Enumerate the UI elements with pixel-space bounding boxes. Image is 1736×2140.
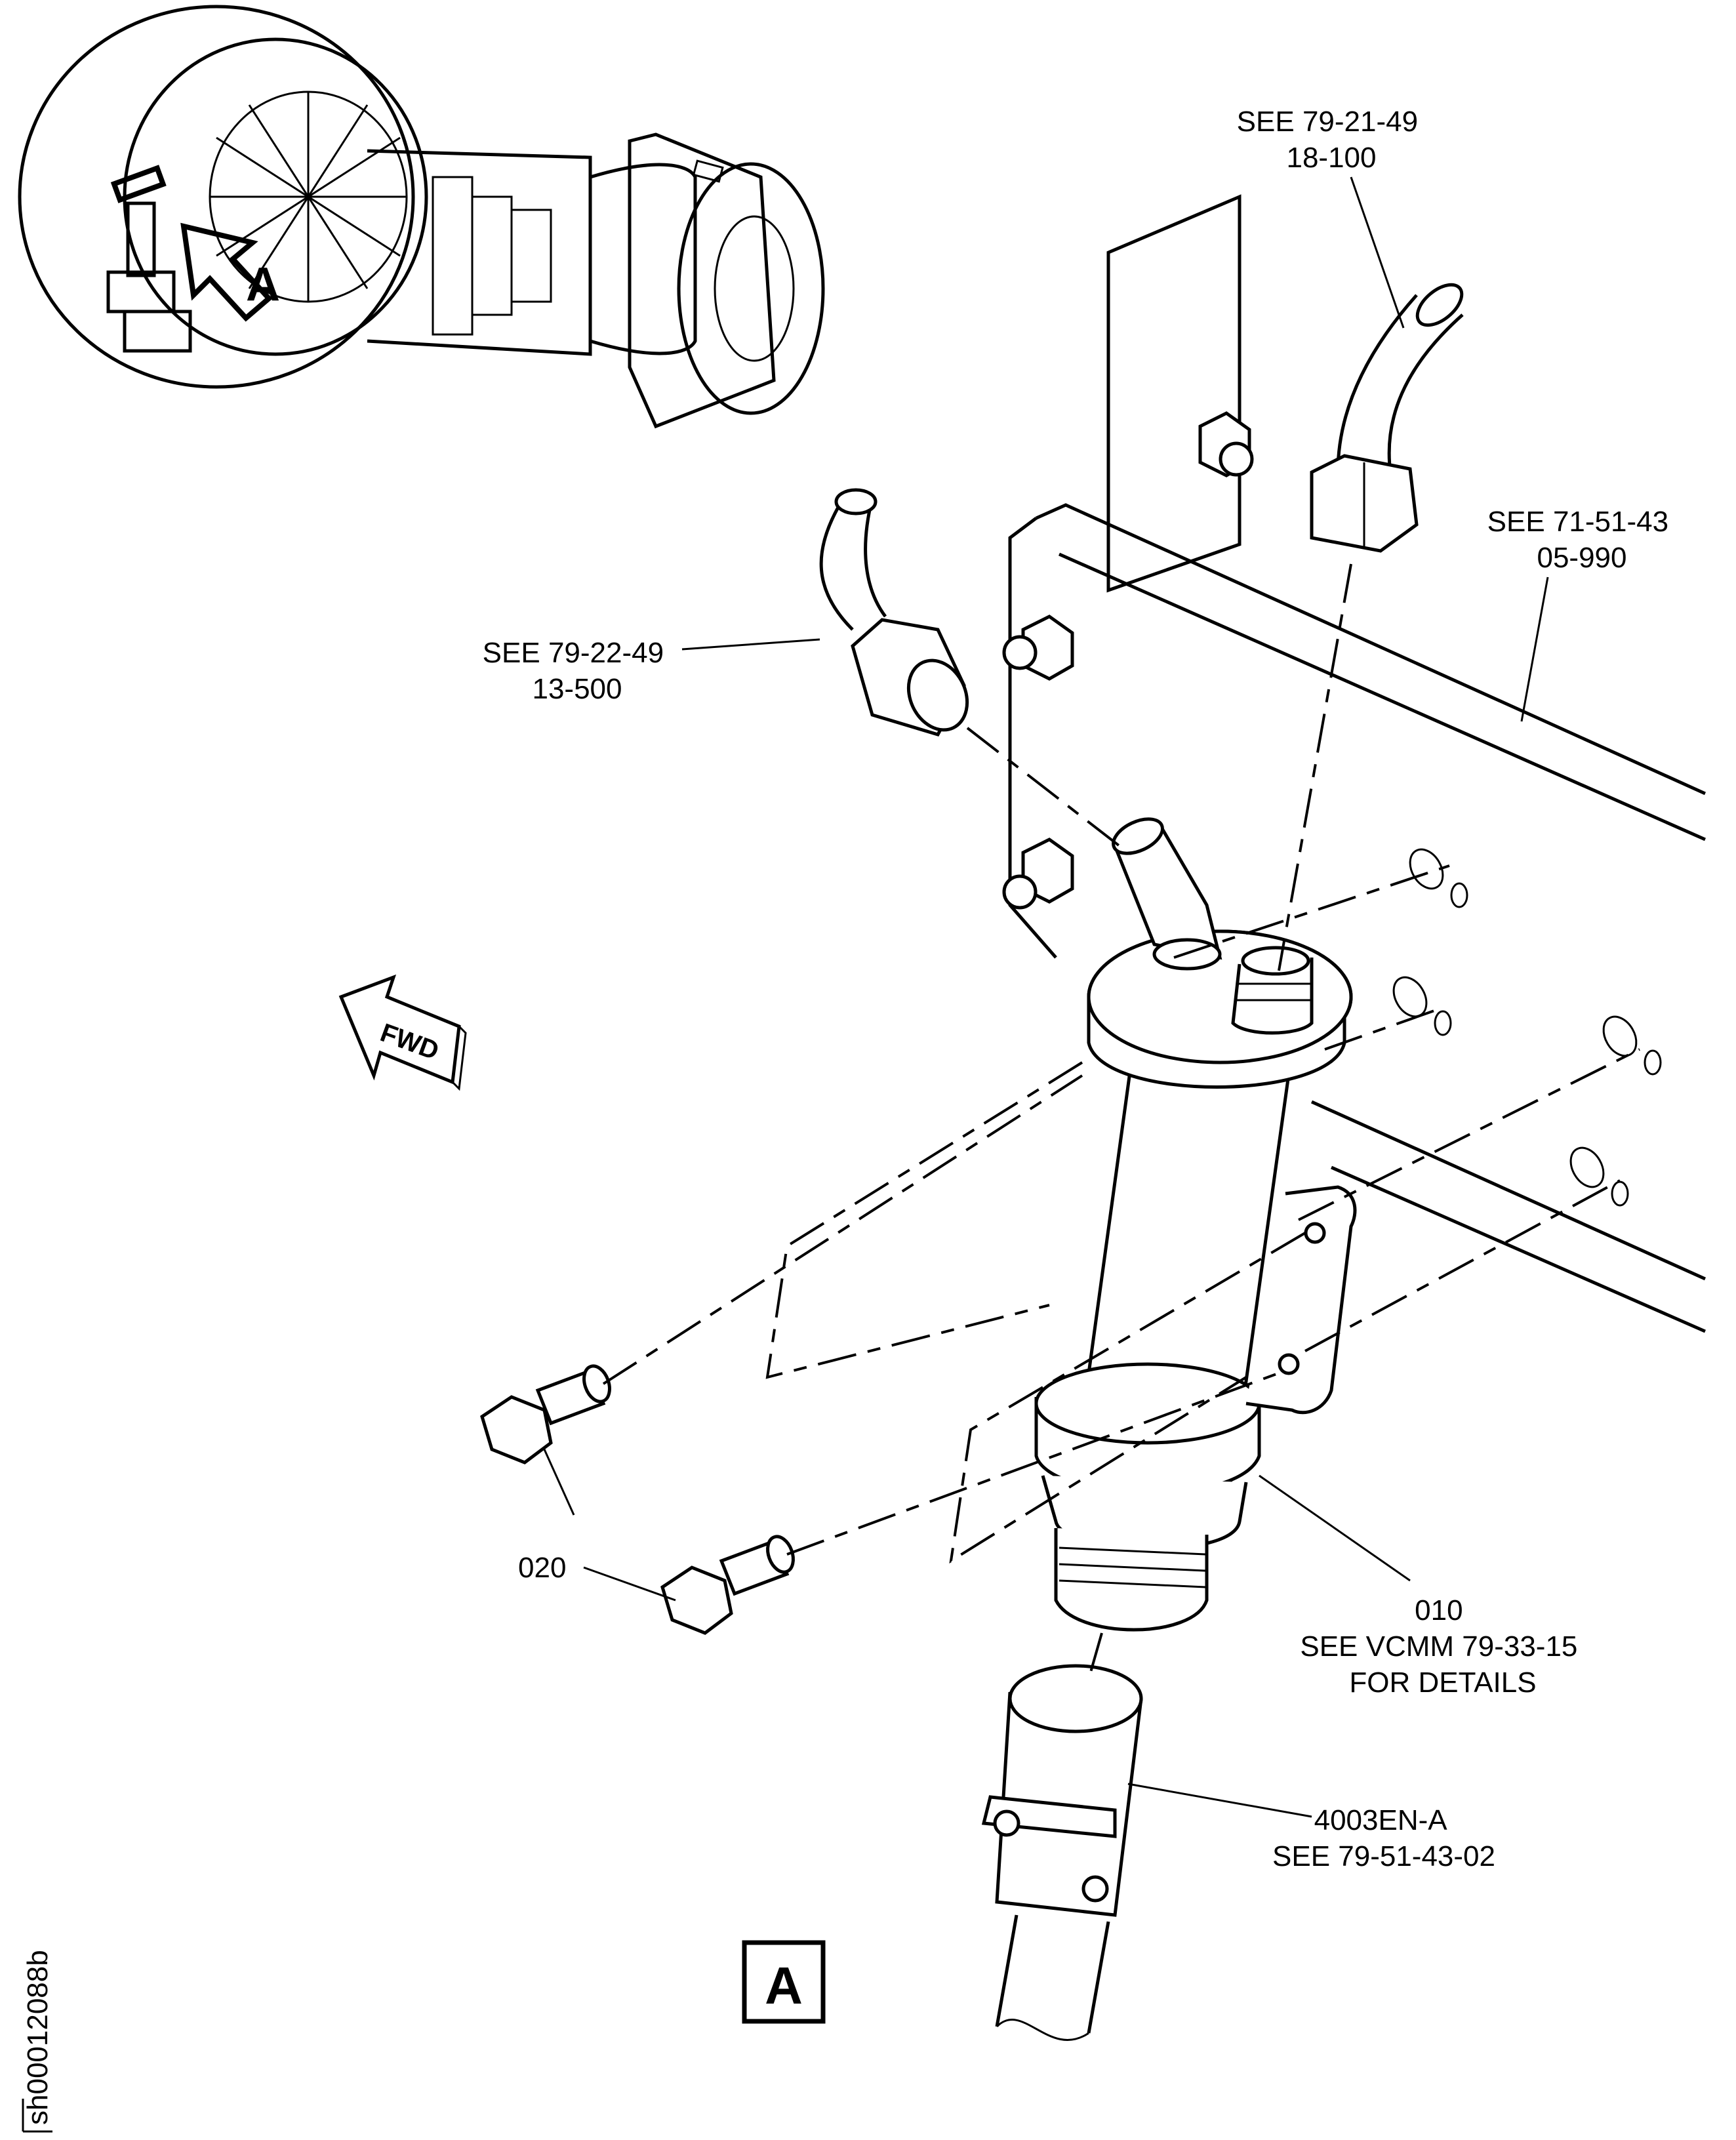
- bolt-020-lower: [660, 1535, 795, 1635]
- bracket-fastener: [1002, 838, 1074, 910]
- callout-71-51-43: SEE 71-51-43 05-990: [1487, 506, 1677, 574]
- electrical-connector: [981, 1664, 1143, 2041]
- callout-79-22-49: SEE 79-22-49 13-500: [483, 637, 672, 705]
- component-010-body: [1034, 817, 1357, 1632]
- callout-71-51-43-line2: 05-990: [1537, 542, 1626, 574]
- callout-79-22-49-line2: 13-500: [532, 673, 622, 705]
- fluid-line-left: [819, 488, 969, 737]
- callout-79-22-49-line1: SEE 79-22-49: [483, 637, 664, 669]
- callout-010: 010 SEE VCMM 79-33-15 FOR DETAILS: [1300, 1594, 1585, 1699]
- callout-010-line3: FOR DETAILS: [1349, 1666, 1536, 1699]
- bolt-020-upper: [480, 1364, 611, 1464]
- view-label-box: A: [742, 1940, 826, 2024]
- washer: [1409, 848, 1468, 908]
- sheet-id-text: sh00012088b: [22, 1950, 54, 2125]
- washer: [1569, 1146, 1629, 1207]
- callout-71-51-43-line1: SEE 71-51-43: [1487, 506, 1668, 538]
- callout-79-21-49-line1: SEE 79-21-49: [1237, 106, 1418, 138]
- leader-lines: [543, 176, 1549, 1818]
- fwd-direction-arrow: FWD: [338, 974, 467, 1091]
- callout-connector-line2: SEE 79-51-43-02: [1272, 1840, 1495, 1872]
- callout-010-line1: 010: [1415, 1594, 1463, 1626]
- bracket-fastener: [1198, 411, 1254, 477]
- view-label: A: [765, 1956, 803, 2015]
- alignment-lines: [602, 563, 1640, 1680]
- inlet-elbow: [1112, 817, 1222, 971]
- washer: [1392, 976, 1452, 1036]
- callout-79-21-49: SEE 79-21-49 18-100: [1237, 106, 1426, 174]
- locator-view-letter: A: [246, 258, 280, 311]
- sheet-id: sh00012088b: [22, 1950, 54, 2133]
- engine-locator-view: A: [18, 5, 825, 429]
- callout-connector: 4003EN-A SEE 79-51-43-02: [1272, 1804, 1495, 1872]
- fluid-line-upper: [1310, 283, 1464, 553]
- callout-020: 020: [518, 1552, 566, 1584]
- callout-010-line2: SEE VCMM 79-33-15: [1300, 1630, 1577, 1663]
- view-a-arrow: [180, 222, 273, 322]
- outlet-fitting: [1231, 946, 1314, 1035]
- mounting-bracket: [1002, 194, 1706, 1333]
- washer: [1602, 1015, 1662, 1076]
- callout-connector-line1: 4003EN-A: [1314, 1804, 1448, 1836]
- bracket-fastener: [1002, 615, 1074, 681]
- locator-component-highlight: [106, 165, 192, 353]
- callout-79-21-49-line2: 18-100: [1286, 142, 1376, 174]
